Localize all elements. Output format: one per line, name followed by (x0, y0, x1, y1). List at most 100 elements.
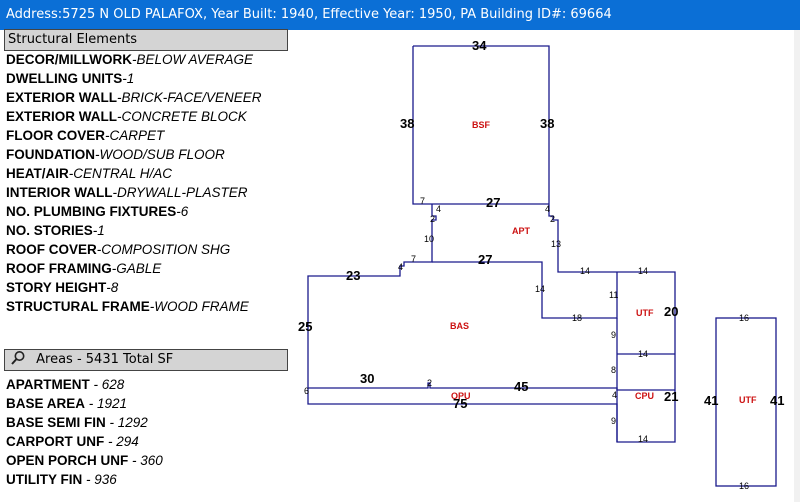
structural-element-row: ROOF FRAMING-GABLE (6, 259, 161, 278)
structural-element-row: NO. STORIES-1 (6, 221, 105, 240)
vertical-scrollbar[interactable] (794, 30, 800, 502)
structural-element-row-label: NO. STORIES (6, 223, 93, 238)
area-row: UTILITY FIN - 936 (6, 470, 117, 489)
structural-element-row-value: -BELOW AVERAGE (132, 52, 254, 67)
dimension-label: 4 (436, 204, 441, 214)
area-row-value: - 1921 (85, 396, 128, 411)
structural-element-row-label: ROOF COVER (6, 242, 97, 257)
dimension-label: 14 (638, 266, 648, 276)
structural-element-row: ROOF COVER-COMPOSITION SHG (6, 240, 230, 259)
structural-element-row-value: -6 (176, 204, 189, 219)
dimension-label: 27 (478, 252, 492, 267)
structural-element-row-value: -1 (92, 223, 105, 238)
dimension-label: 7 (420, 196, 425, 206)
area-row-value: - 628 (89, 377, 125, 392)
areas-header[interactable]: Areas - 5431 Total SF (4, 349, 288, 371)
structural-element-row-label: DWELLING UNITS (6, 71, 123, 86)
page-title: Address:5725 N OLD PALAFOX, Year Built: … (0, 0, 800, 30)
structural-element-row: STORY HEIGHT-8 (6, 278, 118, 297)
dimension-label: 25 (298, 319, 312, 334)
dimension-label: 14 (638, 349, 648, 359)
structural-element-row-value: -DRYWALL-PLASTER (112, 185, 248, 200)
dimension-label: 4 (545, 204, 550, 214)
area-label-opu: OPU (451, 391, 471, 401)
structural-element-row-label: EXTERIOR WALL (6, 90, 117, 105)
structural-element-row: FOUNDATION-WOOD/SUB FLOOR (6, 145, 225, 164)
structural-element-row-label: STORY HEIGHT (6, 280, 107, 295)
bsf-outline (412, 45, 550, 205)
area-label-bsf: BSF (472, 120, 491, 130)
area-row: CARPORT UNF - 294 (6, 432, 139, 451)
structural-element-row-label: ROOF FRAMING (6, 261, 112, 276)
area-row-value: - 936 (82, 472, 117, 487)
dimension-label: 6 (304, 386, 309, 396)
dimension-label: 38 (540, 116, 554, 131)
structural-element-row: FLOOR COVER-CARPET (6, 126, 164, 145)
dimension-label: 16 (739, 313, 749, 323)
area-label-cpu: CPU (635, 391, 654, 401)
area-row: BASE SEMI FIN - 1292 (6, 413, 148, 432)
utf-detached-outline (715, 317, 777, 487)
structural-element-row-value: -WOOD FRAME (149, 299, 249, 314)
dimension-label: 14 (580, 266, 590, 276)
dimension-label: 9 (611, 330, 616, 340)
dimension-label: 14 (638, 434, 648, 444)
structural-element-row-label: HEAT/AIR (6, 166, 69, 181)
dimension-label: 41 (770, 393, 784, 408)
area-row-label: OPEN PORCH UNF (6, 453, 129, 468)
dimension-label: 8 (611, 365, 616, 375)
area-row-value: - 1292 (105, 415, 148, 430)
dimension-label: 45 (514, 379, 528, 394)
magnifier-icon[interactable] (10, 350, 26, 366)
structural-element-row-label: NO. PLUMBING FIXTURES (6, 204, 177, 219)
area-row-value: - 360 (128, 453, 163, 468)
dimension-label: 30 (360, 371, 374, 386)
structural-element-row-value: -CONCRETE BLOCK (117, 109, 247, 124)
dimension-label: 14 (535, 284, 545, 294)
structural-element-row-value: -CENTRAL H/AC (68, 166, 173, 181)
structural-element-row: DWELLING UNITS-1 (6, 69, 134, 88)
dimension-label: 7 (411, 254, 416, 264)
structural-element-row-label: STRUCTURAL FRAME (6, 299, 150, 314)
structural-element-row-value: -COMPOSITION SHG (96, 242, 231, 257)
main-building-outline (307, 203, 676, 443)
dimension-label: 4 (398, 262, 403, 272)
structural-element-row-label: INTERIOR WALL (6, 185, 113, 200)
dimension-label: 18 (572, 313, 582, 323)
structural-elements-header: Structural Elements (4, 29, 288, 51)
structural-element-row-value: -8 (106, 280, 119, 295)
structural-element-row-value: -GABLE (111, 261, 162, 276)
dimension-label: 75 (453, 396, 467, 411)
dimension-label: 13 (551, 239, 561, 249)
dimension-label: 21 (664, 389, 678, 404)
area-row-label: CARPORT UNF (6, 434, 105, 449)
structural-element-row-label: EXTERIOR WALL (6, 109, 117, 124)
dimension-label: 38 (400, 116, 414, 131)
structural-element-row: DECOR/MILLWORK-BELOW AVERAGE (6, 50, 253, 69)
structural-element-row-value: -WOOD/SUB FLOOR (95, 147, 225, 162)
dimension-label: 27 (486, 195, 500, 210)
structural-element-row-value: -BRICK-FACE/VENEER (117, 90, 262, 105)
area-row-label: BASE SEMI FIN (6, 415, 106, 430)
area-row-label: APARTMENT (6, 377, 90, 392)
area-label-apt: APT (512, 226, 531, 236)
area-row: APARTMENT - 628 (6, 375, 124, 394)
area-label-bas: BAS (450, 321, 469, 331)
structural-element-row-value: -1 (122, 71, 135, 86)
dimension-label: 2 (430, 214, 435, 224)
dimension-label: 16 (739, 481, 749, 491)
dimension-label: 9 (611, 416, 616, 426)
area-row: OPEN PORCH UNF - 360 (6, 451, 163, 470)
dimension-label: 41 (704, 393, 718, 408)
dimension-label: 4 (612, 390, 617, 400)
area-row-label: UTILITY FIN (6, 472, 83, 487)
building-sketch: BSF APT BAS UTF CPU OPU UTF 34 38 38 27 … (298, 38, 784, 491)
area-label-utf-detached: UTF (739, 395, 757, 405)
area-row-label: BASE AREA (6, 396, 86, 411)
dimension-label: 11 (609, 290, 618, 300)
dimension-label: 2 (427, 378, 432, 388)
structural-element-row-label: DECOR/MILLWORK (6, 52, 132, 67)
structural-element-row: NO. PLUMBING FIXTURES-6 (6, 202, 188, 221)
dimension-label: 2 (550, 214, 555, 224)
structural-element-row: EXTERIOR WALL-BRICK-FACE/VENEER (6, 88, 262, 107)
